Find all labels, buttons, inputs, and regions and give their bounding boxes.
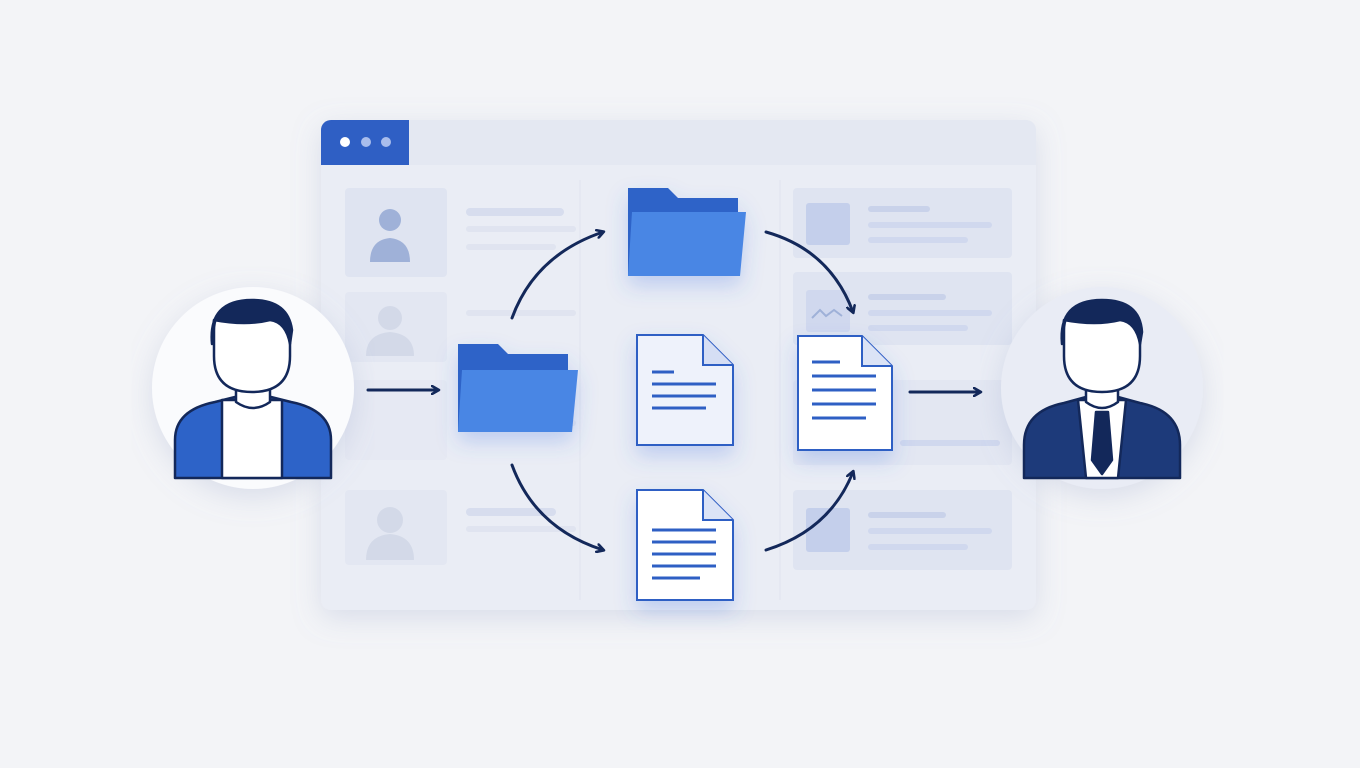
text-placeholder [466, 226, 576, 232]
thumbnail [806, 290, 850, 332]
text-placeholder [466, 508, 556, 516]
document-icon [636, 489, 734, 601]
contact-row [345, 188, 576, 277]
text-placeholder [466, 208, 564, 216]
avatar-card [345, 380, 447, 460]
contact-row [345, 292, 576, 362]
thumbnail [806, 203, 850, 245]
file-row [793, 490, 1012, 570]
document-icon [636, 334, 734, 446]
person-icon [370, 209, 410, 262]
window-dot [340, 137, 350, 147]
thumbnail [806, 508, 850, 552]
window-titlebar [321, 120, 1036, 165]
file-row [793, 272, 1012, 345]
sender-avatar [152, 287, 354, 489]
window-dot [381, 137, 391, 147]
arrow-icon [510, 232, 603, 320]
person-icon [366, 306, 414, 356]
person-icon [366, 507, 414, 560]
contact-row [345, 490, 576, 565]
text-placeholder [466, 310, 576, 316]
left-contact-list [345, 188, 576, 565]
avatar-card [345, 188, 447, 277]
receiver-avatar [1001, 287, 1203, 489]
text-placeholder [466, 526, 576, 532]
chart-icon [811, 308, 843, 319]
arrow-icon [764, 230, 853, 312]
arrow-icon [764, 472, 853, 552]
person-casual-icon [173, 298, 333, 480]
file-row [793, 188, 1012, 258]
document-icon [797, 335, 893, 451]
person-business-icon [1022, 298, 1182, 480]
window-dot [361, 137, 371, 147]
arrow-icon [510, 463, 603, 550]
folder-icon [458, 344, 578, 432]
text-placeholder [466, 244, 556, 250]
folder-icon [628, 188, 746, 276]
